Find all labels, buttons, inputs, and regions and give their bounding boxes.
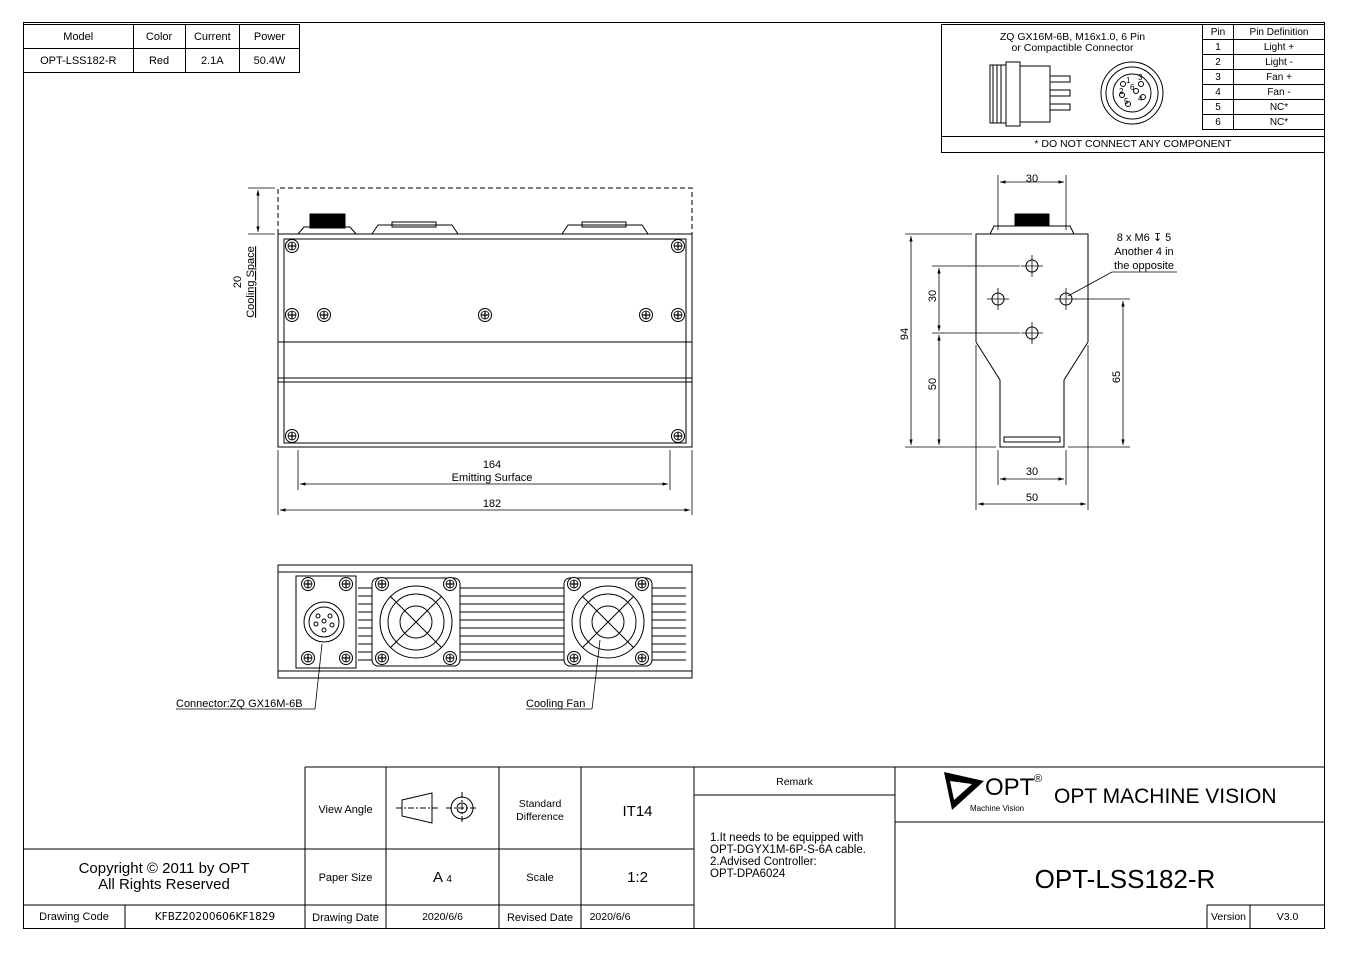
overall-length-value: 182 <box>483 498 501 510</box>
hole-note-2: Another 4 in <box>1114 246 1173 258</box>
spec-model: OPT-LSS182-R <box>23 48 134 73</box>
logo-registered: ® <box>1034 773 1043 785</box>
drawing-sheet-border <box>23 22 1325 929</box>
standard-diff-label-1: Standard <box>518 798 562 810</box>
side-view-holes <box>986 254 1078 345</box>
emitting-surface-label: Emitting Surface <box>452 472 533 484</box>
screw-icon <box>670 307 686 323</box>
mounting-hole-icon <box>986 287 1010 311</box>
remark-label: Remark <box>776 776 813 788</box>
side-top-width: 30 <box>1026 173 1038 185</box>
hole-note-3: the opposite <box>1114 260 1174 272</box>
hole-note-1: 8 x M6 ↧ 5 <box>1117 232 1171 244</box>
screw-icon <box>284 307 300 323</box>
connector-box <box>941 24 1325 153</box>
side-view-dimensions <box>905 175 1177 510</box>
drawing-code-label: Drawing Code <box>39 911 109 923</box>
remark-line: 2.Advised Controller: <box>710 856 817 868</box>
rear-leaders <box>176 639 601 710</box>
remark-line: 1.It needs to be equipped with <box>710 832 864 844</box>
side-dim-50: 50 <box>927 378 939 390</box>
side-height-total: 94 <box>899 328 911 340</box>
projection-angle-icon <box>396 792 478 824</box>
drawing-code: KFBZ20200606KF1829 <box>154 911 276 923</box>
screw-icon <box>316 307 332 323</box>
spec-table: Model Color Current Power OPT-LSS182-R R… <box>23 24 301 73</box>
cooling-fan-icon <box>563 576 653 667</box>
revised-date: 2020/6/6 <box>589 911 631 923</box>
copyright-line-2: All Rights Reserved <box>98 876 230 893</box>
view-angle-label: View Angle <box>318 804 373 816</box>
side-bottom-50: 50 <box>1026 492 1038 504</box>
spec-color: Red <box>132 48 186 73</box>
remark-line: OPT-DGYX1M-6P-S-6A cable. <box>710 844 866 856</box>
product-name: OPT-LSS182-R <box>1034 864 1216 894</box>
spec-current: 2.1A <box>184 48 240 73</box>
company-name: OPT MACHINE VISION <box>1054 785 1277 808</box>
cooling-fan-icon <box>371 576 461 667</box>
screw-icon <box>670 428 686 444</box>
front-view-screws <box>284 238 686 444</box>
side-dim-65: 65 <box>1111 371 1123 383</box>
copyright-line-1: Copyright © 2011 by OPT <box>78 860 250 877</box>
drawing-date: 2020/6/6 <box>422 911 463 923</box>
cooling-fan-label: Cooling Fan <box>526 698 585 710</box>
side-view <box>975 213 1089 448</box>
screw-icon <box>338 650 354 666</box>
screw-icon <box>300 576 316 592</box>
screw-icon <box>338 576 354 592</box>
front-view-dimensions <box>248 187 693 515</box>
mounting-hole-icon <box>1020 321 1044 345</box>
mounting-hole-icon <box>1054 287 1078 311</box>
revised-date-label: Revised Date <box>506 912 574 924</box>
pin-face-label: 3 <box>1138 73 1143 82</box>
screw-icon <box>638 307 654 323</box>
spec-header-color: Color <box>132 24 186 49</box>
standard-diff-value: IT14 <box>622 803 653 820</box>
rear-connector-icon <box>303 601 345 643</box>
title-block-grid <box>23 766 1325 929</box>
pin-face-label: 4 <box>1138 94 1143 103</box>
connector-title-1: ZQ GX16M-6B, M16x1.0, 6 Pin <box>999 31 1146 43</box>
cooling-space-value: 20 <box>232 276 244 288</box>
spec-power: 50.4W <box>238 48 301 73</box>
front-view <box>277 187 693 448</box>
side-dim-30: 30 <box>927 290 939 302</box>
opt-logo-icon <box>944 772 984 810</box>
emitting-surface-value: 164 <box>483 459 501 471</box>
screw-icon <box>300 650 316 666</box>
screw-icon <box>284 428 300 444</box>
connector-side-icon <box>989 61 1071 127</box>
connector-label: Connector:ZQ GX16M-6B <box>176 698 303 710</box>
logo-text: OPT <box>985 774 1035 801</box>
screw-icon <box>477 307 493 323</box>
pin-face-label: 2 <box>1119 87 1124 96</box>
remark-line: OPT-DPA6024 <box>710 868 786 880</box>
version-value: V3.0 <box>1276 911 1299 923</box>
spec-header-current: Current <box>184 24 240 49</box>
side-bottom-30: 30 <box>1026 466 1038 478</box>
paper-size-value: A 4 <box>433 869 452 886</box>
scale-label: Scale <box>526 872 554 884</box>
pin-face-label: 1 <box>1126 76 1131 85</box>
connector-title-2: or Compactible Connector <box>1011 42 1134 54</box>
version-label: Version <box>1210 911 1247 923</box>
screw-icon <box>670 238 686 254</box>
paper-size-label: Paper Size <box>318 872 373 884</box>
connector-note-divider <box>941 136 1325 137</box>
cooling-space-label: Cooling Space <box>245 246 257 318</box>
screw-icon <box>284 238 300 254</box>
pin-face-label: 5 <box>1124 97 1129 106</box>
pin-definition: NC* <box>1233 114 1325 130</box>
connector-face-icon: 1 2 3 4 5 6 <box>1100 61 1164 125</box>
connector-note: * DO NOT CONNECT ANY COMPONENT <box>1034 138 1232 150</box>
mounting-hole-icon <box>1020 254 1044 278</box>
logo-subtitle: Machine Vision <box>970 804 1025 813</box>
scale-value: 1:2 <box>627 869 648 886</box>
pin-face-label: 6 <box>1130 83 1135 92</box>
drawing-date-label: Drawing Date <box>312 912 379 924</box>
standard-diff-label-2: Difference <box>516 811 564 823</box>
